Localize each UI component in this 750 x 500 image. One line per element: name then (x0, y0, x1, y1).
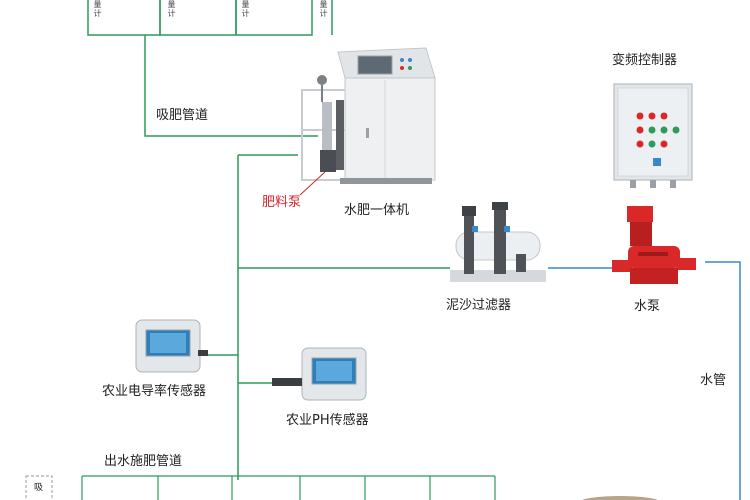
water-pipe-line (548, 261, 741, 500)
vfd-controller-label: 变频控制器 (612, 53, 678, 68)
meter-label-3: 量计 (241, 0, 250, 18)
outlet-manifold (81, 475, 496, 500)
water-pump-label: 水泵 (634, 299, 661, 314)
tank-edge (582, 496, 658, 500)
fertilizer-pump-pointer (299, 171, 326, 196)
integrated-machine-illustration (301, 47, 436, 184)
small-tag-label: 吸 (34, 483, 44, 493)
water-pump-illustration (612, 206, 696, 284)
suction-pipe-label: 吸肥管道 (156, 108, 209, 123)
vfd-controller-illustration (613, 83, 693, 188)
suction-pipe-line (144, 35, 450, 480)
ph-sensor-label: 农业PH传感器 (286, 413, 369, 428)
water-pipe-label: 水管 (700, 373, 727, 388)
ph-sensor-illustration (272, 347, 367, 401)
flow-meter-group (87, 0, 333, 36)
fertilizer-pump-label: 肥料泵 (262, 195, 302, 210)
sand-filter-illustration (450, 202, 546, 282)
sand-filter-label: 泥沙过滤器 (446, 298, 512, 313)
outlet-pipe-label: 出水施肥管道 (104, 454, 183, 469)
meter-label-1: 量计 (93, 0, 102, 18)
ec-sensor-illustration (135, 319, 208, 373)
meter-label-2: 量计 (167, 0, 176, 18)
integrated-machine-label: 水肥一体机 (344, 203, 410, 218)
suction-tag-box (25, 475, 53, 500)
ec-sensor-label: 农业电导率传感器 (102, 384, 207, 399)
meter-label-4: 量计 (319, 0, 328, 18)
